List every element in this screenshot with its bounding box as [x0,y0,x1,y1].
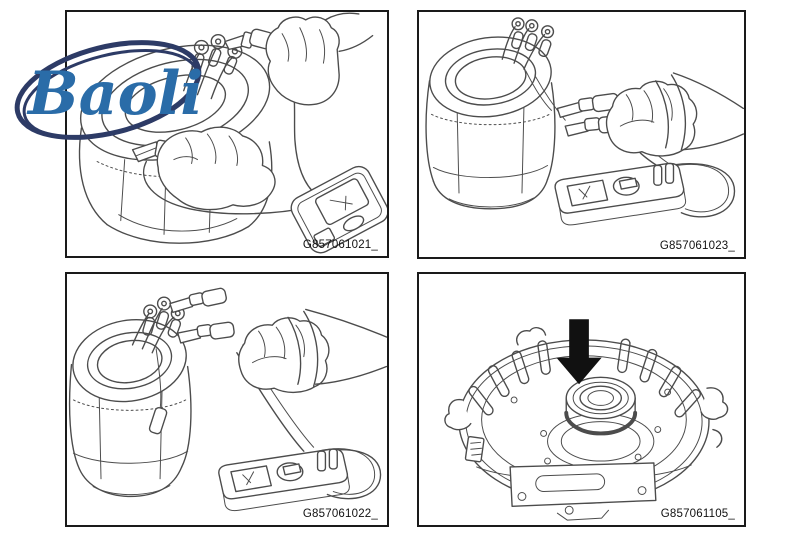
figure-label-3: G857061022_ [302,508,378,520]
figure-panel-housing-bearing: G857061105_ [417,272,746,527]
bearing [564,376,638,436]
logo-text: Baoli [26,59,203,129]
figure-label-2: G857061023_ [659,240,735,252]
mounting-ears [444,326,729,448]
ring-terminals [511,17,555,58]
vent-slots [468,338,702,418]
housing-bearing-illustration [444,319,729,521]
down-arrow-icon [556,319,602,385]
figure-label-1: G857061021_ [302,239,378,251]
figure-label-4: G857061105_ [660,508,735,520]
hand-upper [265,12,374,106]
lower-bracket [464,435,692,521]
stator-test-illustration-3 [68,287,387,512]
stator-test-illustration-2 [425,17,744,226]
multimeter-flat [218,448,350,512]
hand-with-probes [605,72,744,157]
hand-with-probes [238,308,387,394]
test-probes [169,287,235,344]
hand-lower [156,126,276,211]
ring-terminals [191,33,243,75]
figure-panel-stator-test-2: G857061023_ [417,10,746,259]
multimeter-flat [554,162,687,226]
logo-swoosh-ellipse [14,40,202,140]
figure-panel-stator-test-3: G857061022_ [65,272,389,527]
baoli-logo: Baoli [8,30,208,148]
multimeter-handheld [290,165,387,254]
